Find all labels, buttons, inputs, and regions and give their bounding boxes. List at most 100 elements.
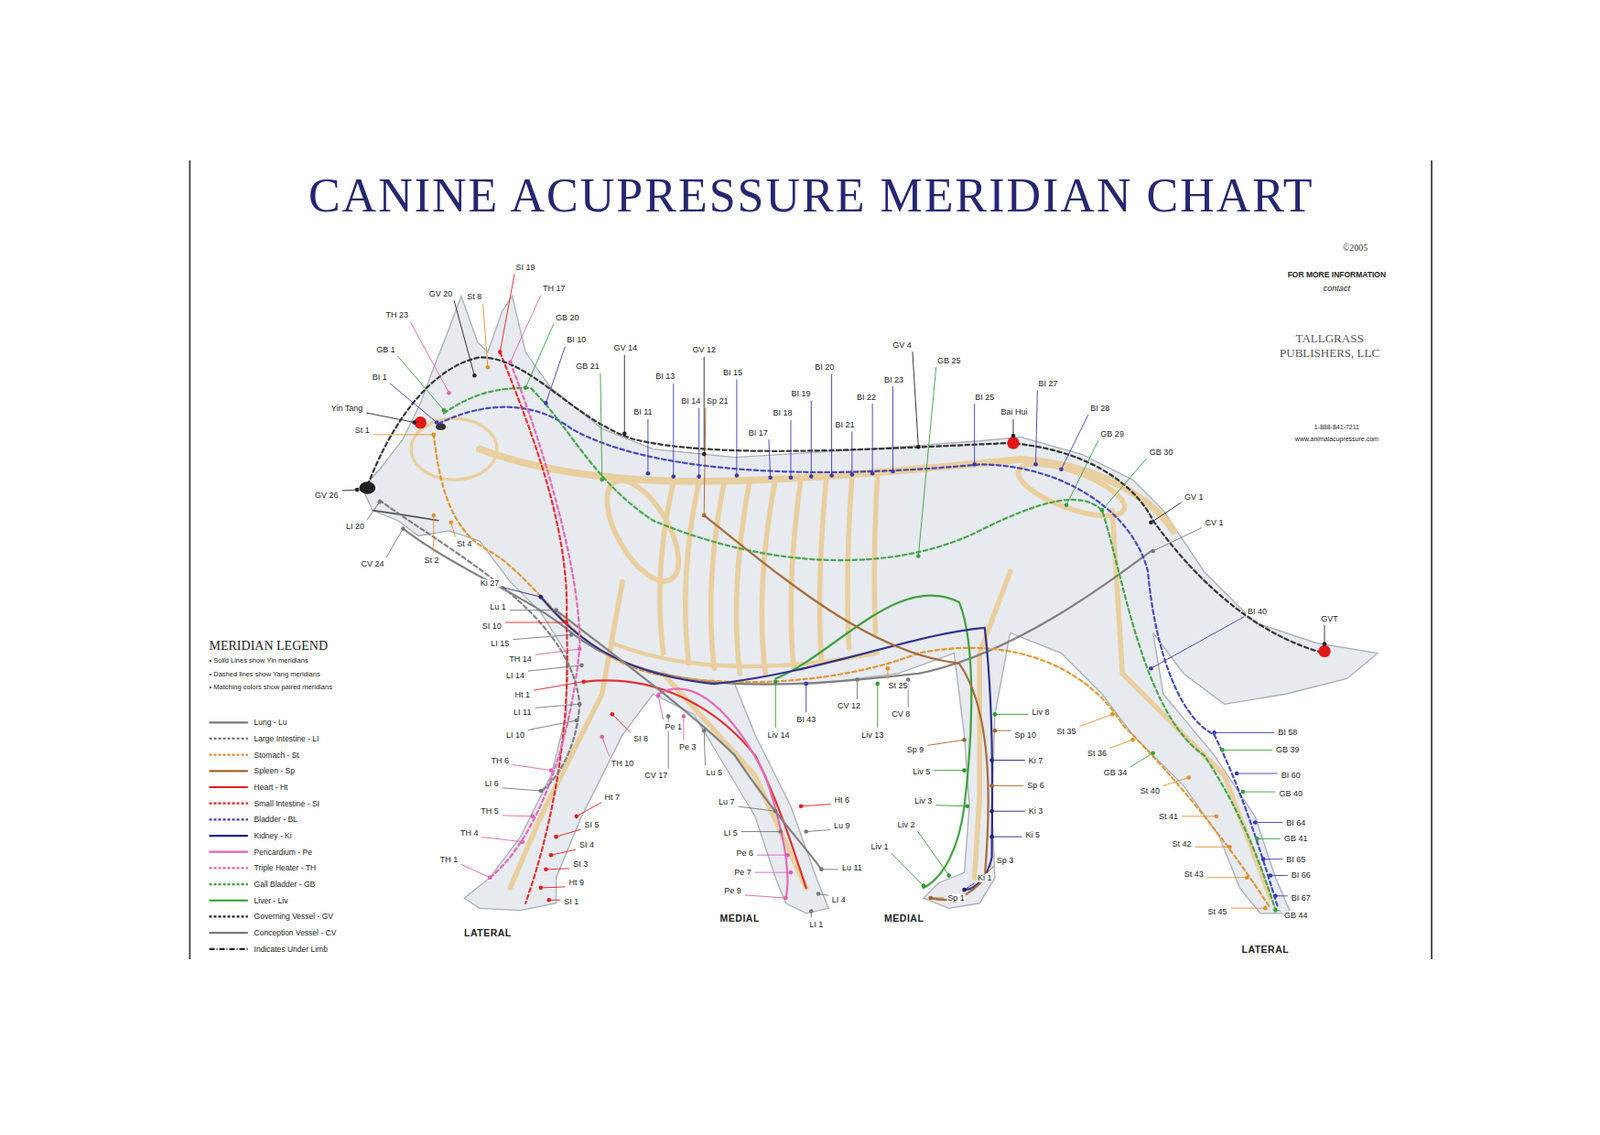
legend-note: • Solid Lines show Yin meridians bbox=[209, 658, 309, 666]
point-label: GV 12 bbox=[691, 345, 717, 355]
acupoint-dot bbox=[553, 607, 559, 613]
leader-line bbox=[992, 759, 1026, 761]
point-label: GB 20 bbox=[554, 313, 581, 322]
frame-line bbox=[1430, 160, 1433, 960]
leader-line bbox=[927, 739, 964, 746]
leader-line bbox=[698, 408, 700, 477]
leader-line bbox=[602, 736, 610, 757]
acupoint-dot bbox=[622, 431, 628, 436]
point-label: GB 25 bbox=[936, 356, 963, 365]
key-point bbox=[1318, 645, 1330, 658]
publisher-note: contact bbox=[1323, 284, 1351, 293]
acupoint-dot bbox=[916, 444, 921, 450]
acupoint-dot bbox=[569, 632, 574, 638]
acupoint-dot bbox=[870, 471, 876, 476]
leader-line bbox=[831, 374, 833, 476]
leader-line bbox=[856, 679, 858, 699]
point-label: Ki 5 bbox=[1024, 830, 1041, 839]
point-label: Sp 1 bbox=[946, 894, 966, 903]
point-label: St 41 bbox=[1157, 811, 1179, 821]
leader-line bbox=[703, 356, 705, 455]
leader-line bbox=[1230, 908, 1265, 909]
point-label: Ki 7 bbox=[1027, 756, 1045, 765]
stomach-meridian bbox=[433, 433, 1271, 909]
point-label: Lu 1 bbox=[488, 603, 508, 612]
acupoint-dot bbox=[581, 679, 586, 684]
leader-line bbox=[502, 814, 533, 817]
point-label: LI 14 bbox=[505, 670, 526, 680]
legend-label: Bladder - BL bbox=[254, 815, 298, 824]
acupoint-dot bbox=[1220, 747, 1225, 753]
leader-line bbox=[509, 609, 557, 611]
acupoint-dot bbox=[854, 677, 860, 682]
acupoint-dot bbox=[1244, 875, 1250, 880]
point-label: LI 10 bbox=[505, 730, 526, 739]
acupoint-dot bbox=[1130, 737, 1136, 743]
legend-sample bbox=[209, 899, 249, 902]
point-label: BI 66 bbox=[1290, 871, 1312, 880]
leader-line bbox=[1324, 625, 1326, 644]
leader-line bbox=[806, 830, 831, 833]
acupoint-dot bbox=[819, 867, 824, 873]
triple-heater-meridian bbox=[489, 362, 580, 878]
leader-line bbox=[810, 400, 812, 477]
leader-line bbox=[432, 515, 434, 554]
point-label: LI 15 bbox=[489, 639, 510, 649]
legend-label: Kidney - Ki bbox=[254, 832, 292, 841]
pericardium-meridian bbox=[658, 688, 788, 898]
acupoint-dot bbox=[646, 471, 651, 476]
leader-line bbox=[672, 383, 674, 477]
acupoint-dot bbox=[543, 867, 549, 873]
point-label: GVT bbox=[1319, 614, 1340, 623]
point-label: SI 5 bbox=[583, 820, 601, 829]
leader-line bbox=[533, 681, 584, 691]
acupoint-dot bbox=[670, 474, 676, 479]
acupoint-dot bbox=[599, 735, 605, 740]
leader-line bbox=[1270, 875, 1288, 876]
point-label: Sp 9 bbox=[906, 745, 926, 755]
dog-silhouette bbox=[362, 295, 1378, 913]
point-label: BI 14 bbox=[680, 397, 702, 406]
acupoint-dot bbox=[553, 834, 559, 840]
acupoint-dot bbox=[946, 873, 952, 878]
leader-line bbox=[1110, 739, 1134, 748]
point-label: BI 10 bbox=[565, 335, 587, 345]
leader-line bbox=[821, 868, 839, 870]
point-label: BI 67 bbox=[1290, 894, 1312, 903]
acupoint-dot bbox=[993, 712, 998, 717]
leader-line bbox=[451, 522, 456, 538]
acupoint-dot bbox=[1253, 820, 1258, 825]
leader-line bbox=[992, 836, 1023, 838]
leader-line bbox=[612, 713, 631, 733]
leader-line bbox=[502, 587, 541, 597]
point-label: Pe 3 bbox=[678, 743, 698, 752]
point-label: LI 5 bbox=[723, 828, 739, 837]
acupoint-dot bbox=[789, 870, 794, 876]
point-label: Bai Hui bbox=[1000, 408, 1029, 417]
acupoint-dot bbox=[778, 829, 784, 834]
point-label: SI 8 bbox=[632, 735, 649, 744]
acupoint-dot bbox=[829, 473, 834, 478]
point-label: Ht 6 bbox=[832, 796, 851, 805]
view-label: MEDIAL bbox=[720, 913, 760, 924]
acupoint-dot bbox=[1148, 519, 1154, 525]
point-label: Liv 5 bbox=[911, 767, 931, 776]
point-label: Liv 8 bbox=[1031, 708, 1051, 717]
acupoint-dot bbox=[1268, 873, 1274, 878]
acupoint-dot bbox=[928, 896, 933, 901]
point-label: St 42 bbox=[1170, 839, 1192, 848]
point-label: BI 43 bbox=[795, 714, 817, 724]
leader-line bbox=[1060, 414, 1089, 470]
acupoint-dot bbox=[1033, 462, 1038, 467]
acupoint-dot bbox=[1211, 730, 1217, 736]
leader-line bbox=[461, 864, 490, 877]
point-label: St 43 bbox=[1183, 870, 1205, 879]
point-label: Sp 10 bbox=[1014, 730, 1038, 739]
legend-note: • Matching colors show paired meridians bbox=[209, 684, 333, 692]
point-label: LI 4 bbox=[831, 896, 847, 905]
sternum bbox=[612, 642, 878, 666]
acupoint-dot bbox=[785, 853, 790, 858]
acupoint-dot bbox=[916, 553, 921, 559]
